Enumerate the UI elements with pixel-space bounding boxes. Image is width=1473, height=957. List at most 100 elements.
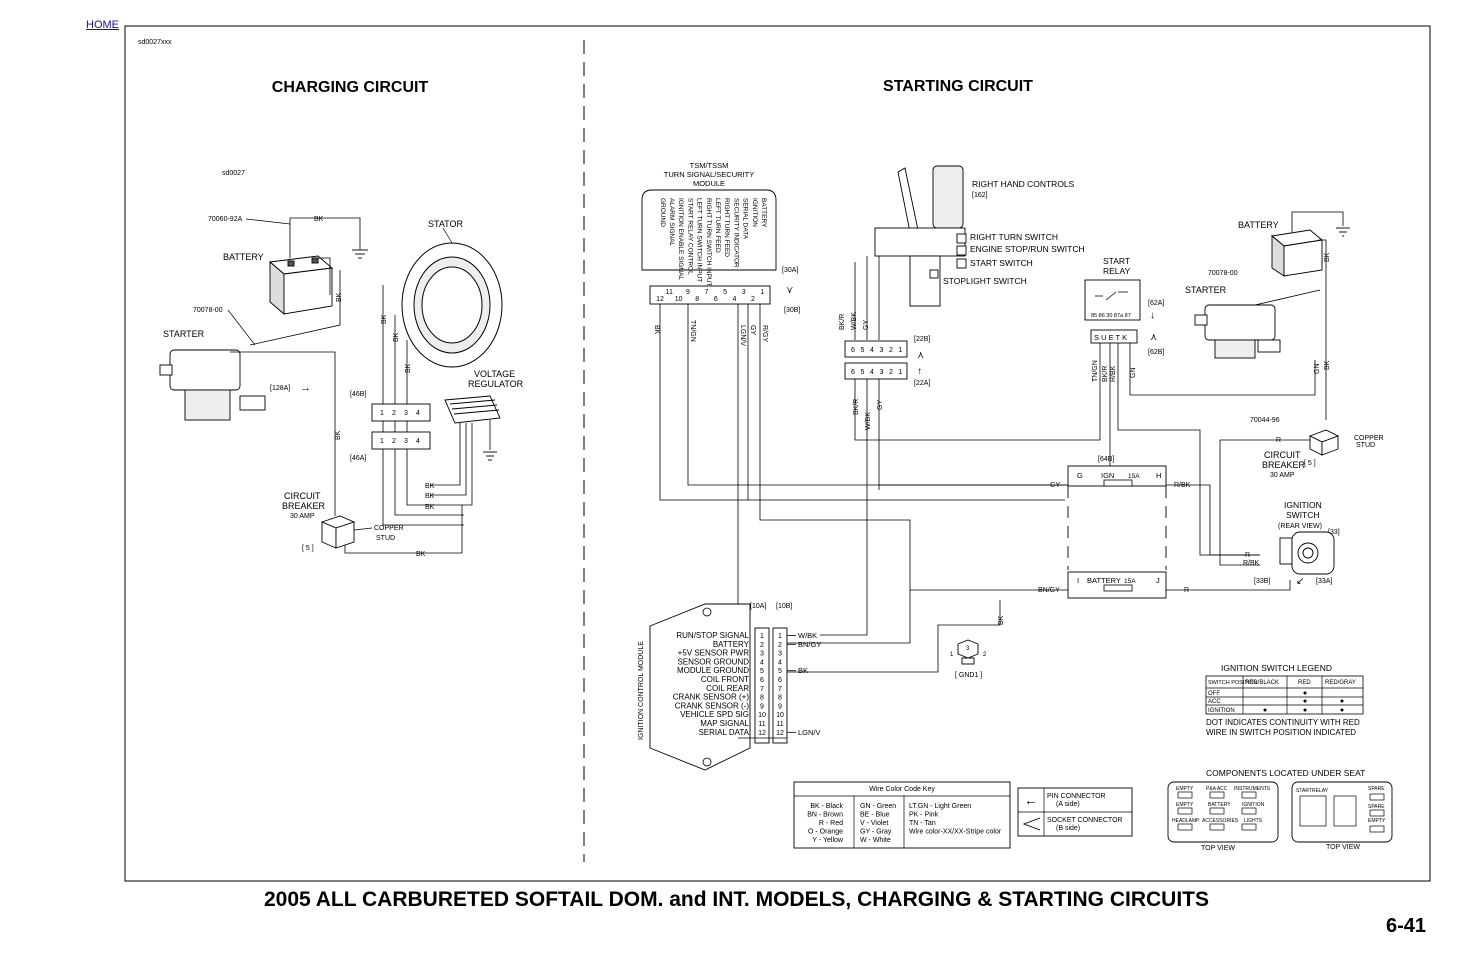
svg-text:15A: 15A xyxy=(1124,578,1136,585)
svg-text:R: R xyxy=(1276,437,1281,444)
svg-text:⋎: ⋎ xyxy=(786,285,793,296)
drawing-id: sd0027xxx xyxy=(138,39,172,46)
svg-text:3: 3 xyxy=(404,410,408,417)
svg-text:70044-96: 70044-96 xyxy=(1250,417,1280,424)
six-pin: 4 xyxy=(870,347,874,354)
svg-text:START SWITCH: START SWITCH xyxy=(970,258,1033,268)
icm-pin-b: 9 xyxy=(778,703,782,710)
icm-pin-b: 2 xyxy=(778,642,782,649)
svg-text:RIGHT TURN SWITCH: RIGHT TURN SWITCH xyxy=(970,232,1058,242)
icm-pin-b: 6 xyxy=(778,677,782,684)
icm-pin-a: 3 xyxy=(760,651,764,658)
icm-pin-a: 1 xyxy=(760,633,764,640)
svg-text:BK/R: BK/R xyxy=(1102,366,1109,382)
battery-symbol xyxy=(268,255,334,315)
svg-text:2: 2 xyxy=(392,410,396,417)
svg-text:[10A]: [10A] xyxy=(750,603,766,610)
svg-text:R/BK: R/BK xyxy=(1174,482,1191,489)
tsm-connector xyxy=(649,285,771,305)
svg-text:[33B]: [33B] xyxy=(1254,578,1270,585)
starter-symbol xyxy=(159,349,266,421)
svg-text:CIRCUIT: CIRCUIT xyxy=(1264,450,1301,460)
svg-text:1: 1 xyxy=(950,652,954,658)
svg-text:BK: BK xyxy=(335,430,342,440)
icm-pin-label: +5V SENSOR PWR xyxy=(678,649,750,658)
svg-text:RELAY: RELAY xyxy=(1103,266,1131,276)
icm-pin-b: 7 xyxy=(778,686,782,693)
svg-text:STUD: STUD xyxy=(1356,442,1375,449)
charging-circuit: CHARGING CIRCUIT sd0027 70060-92A BATTER… xyxy=(159,79,524,558)
tsm-input-label: BATTERY xyxy=(760,198,767,228)
icm-pin-b: 5 xyxy=(778,668,782,675)
svg-text:BK: BK xyxy=(425,493,435,500)
connector-22a xyxy=(844,362,908,380)
svg-text:15A: 15A xyxy=(1128,473,1140,480)
breaker-symbol-right xyxy=(1308,429,1340,456)
svg-text:ACC: ACC xyxy=(1208,699,1221,705)
tsm-pin: 12 xyxy=(656,296,664,303)
breaker-label-1: CIRCUIT xyxy=(284,491,321,501)
icm-pin-b: 1 xyxy=(778,633,782,640)
icm-pin-label: COIL REAR xyxy=(706,684,749,693)
svg-text:BN/GY: BN/GY xyxy=(1038,587,1060,594)
home-link[interactable]: HOME xyxy=(86,19,119,31)
wire-key-entry: TN - Tan xyxy=(909,820,936,827)
breaker-label-3: 30 AMP xyxy=(290,513,315,520)
svg-text:SPARE: SPARE xyxy=(1368,786,1385,792)
icm-pin-label: MODULE GROUND xyxy=(677,666,749,675)
six-pin: 2 xyxy=(889,369,893,376)
tsm-pin: 2 xyxy=(751,296,755,303)
svg-text:INSTRUMENTS: INSTRUMENTS xyxy=(1234,786,1271,792)
svg-text:S U E T K: S U E T K xyxy=(1094,333,1127,342)
icm-pin-label: RUN/STOP SIGNAL xyxy=(676,631,749,640)
icm-pin-label: VEHICLE SPD SIG xyxy=(680,710,749,719)
ground-icon xyxy=(483,451,497,461)
svg-text:BK: BK xyxy=(425,504,435,511)
six-pin: 6 xyxy=(851,347,855,354)
svg-text:START: START xyxy=(1296,788,1312,794)
svg-text:BK: BK xyxy=(381,314,388,324)
legend-table xyxy=(1205,675,1364,715)
svg-text:TURN SIGNAL/SECURITY: TURN SIGNAL/SECURITY xyxy=(664,170,754,179)
icm-pin-a: 9 xyxy=(760,703,764,710)
svg-text:[64B]: [64B] xyxy=(1098,456,1114,463)
svg-text:2: 2 xyxy=(392,438,396,445)
svg-text:70078-00: 70078-00 xyxy=(1208,270,1238,277)
svg-text:COMPONENTS LOCATED UNDER SEAT: COMPONENTS LOCATED UNDER SEAT xyxy=(1206,768,1365,778)
svg-text:[30B]: [30B] xyxy=(784,307,800,314)
ref-46b: [46B] xyxy=(350,391,366,398)
tsm-input-label: IGNITION xyxy=(751,198,758,227)
ground-icon xyxy=(352,249,368,259)
svg-text:[30A]: [30A] xyxy=(782,267,798,274)
svg-text:P&A ACC: P&A ACC xyxy=(1206,786,1228,792)
icm-connector-b xyxy=(772,627,788,744)
tsm-pin: 4 xyxy=(732,296,736,303)
icm-pin-b: 12 xyxy=(776,730,784,737)
tsm-input-label: ALARM SIGNAL xyxy=(668,198,675,246)
battery-symbol-right xyxy=(1270,229,1324,277)
tsm-pin: 6 xyxy=(714,296,718,303)
svg-text:[10B]: [10B] xyxy=(776,603,792,610)
svg-text:BK: BK xyxy=(653,325,660,335)
svg-text:HEADLAMP: HEADLAMP xyxy=(1172,818,1200,824)
svg-text:←: ← xyxy=(1024,792,1038,808)
svg-text:GN: GN xyxy=(1314,364,1321,375)
svg-text:RED: RED xyxy=(1298,680,1311,686)
icm-pin-a: 8 xyxy=(760,695,764,702)
starter-part: 70078-00 xyxy=(193,307,223,314)
wire-key-entry: O - Orange xyxy=(808,829,843,836)
wire-key-entry: BN - Brown xyxy=(807,812,843,819)
svg-text:RIGHT HAND CONTROLS: RIGHT HAND CONTROLS xyxy=(972,179,1075,189)
tsm-pin: 3 xyxy=(742,289,746,296)
svg-text:OFF: OFF xyxy=(1208,691,1220,697)
icm-pin-label: CRANK SENSOR (-) xyxy=(675,701,750,710)
svg-text:2: 2 xyxy=(983,652,987,658)
battery-part: 70060-92A xyxy=(208,216,243,223)
svg-text:[162]: [162] xyxy=(972,192,988,199)
wire-key-entry: GN - Green xyxy=(860,803,896,810)
right-hand-controls xyxy=(874,165,967,307)
svg-text:1: 1 xyxy=(380,410,384,417)
icm-pin-label: MAP SIGNAL xyxy=(700,719,749,728)
